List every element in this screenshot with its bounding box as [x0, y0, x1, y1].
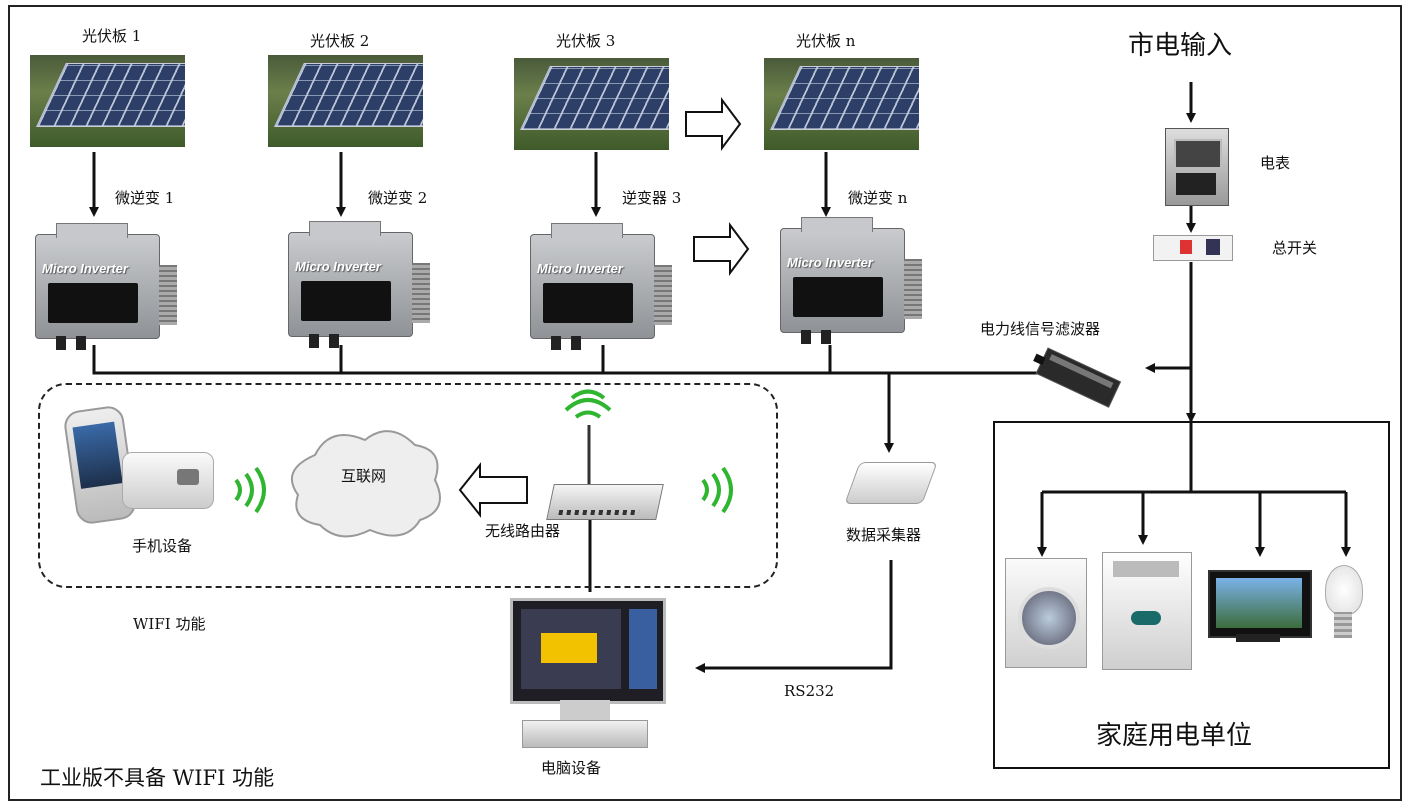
phone-label: 手机设备 [132, 537, 193, 555]
rs232-label: RS232 [784, 682, 835, 700]
solar-panel-2-image [268, 55, 423, 147]
wifi-waves-phone [234, 466, 266, 514]
router-to-internet-arrow [458, 462, 528, 518]
wifi-waves-right [701, 466, 733, 514]
panel-1-label: 光伏板 1 [82, 27, 142, 45]
inverter-1-label: 微逆变 1 [115, 189, 175, 207]
mobile-router-icon [122, 452, 214, 509]
television-icon [1208, 570, 1312, 638]
inverter-brand: Micro Inverter [42, 261, 128, 276]
micro-inverter-n: Micro Inverter [780, 217, 922, 344]
inverter-brand: Micro Inverter [537, 261, 623, 276]
collector-label: 数据采集器 [846, 526, 922, 544]
inverter-brand: Micro Inverter [787, 255, 873, 270]
internet-cloud [290, 430, 441, 538]
more-inverters-arrow [693, 222, 750, 276]
tv-stand [1236, 634, 1280, 642]
filter-label: 电力线信号滤波器 [980, 320, 1101, 338]
home-title: 家庭用电单位 [1096, 721, 1253, 751]
signal-filter-icon [1033, 347, 1122, 408]
micro-inverter-1: Micro Inverter [35, 223, 177, 350]
light-bulb-base [1334, 612, 1352, 638]
panel-n-label: 光伏板 n [796, 32, 856, 50]
more-panels-arrow [685, 97, 742, 151]
ac-bus-line [92, 345, 1045, 375]
router-label: 无线路由器 [485, 522, 561, 540]
footnote: 工业版不具备 WIFI 功能 [40, 766, 275, 790]
micro-inverter-3: Micro Inverter [530, 223, 672, 350]
rs232-line [695, 560, 893, 673]
main-switch-icon [1153, 235, 1233, 261]
solar-panel-3-image [514, 58, 669, 150]
inverter-n-label: 微逆变 n [848, 189, 908, 207]
micro-inverter-2: Micro Inverter [288, 221, 430, 348]
computer-monitor-icon [510, 598, 666, 704]
meter-label: 电表 [1260, 154, 1291, 172]
solar-panel-1-image [30, 55, 185, 147]
washing-machine-top-icon [1102, 552, 1192, 670]
diagram-border [8, 5, 1402, 801]
wifi-function-label: WIFI 功能 [133, 615, 206, 633]
electric-meter-icon [1165, 128, 1229, 206]
home-units-box [993, 421, 1390, 769]
internet-label: 互联网 [341, 467, 387, 485]
keyboard-icon [522, 720, 648, 748]
monitor-stand [560, 700, 610, 720]
pc-label: 电脑设备 [541, 759, 602, 777]
washing-machine-front-icon [1005, 558, 1087, 668]
light-bulb-icon [1325, 565, 1363, 615]
panel-2-label: 光伏板 2 [310, 32, 370, 50]
wifi-zone-boundary [38, 383, 778, 588]
inverter-brand: Micro Inverter [295, 259, 381, 274]
data-collector-icon [844, 462, 938, 504]
solar-panel-n-image [764, 58, 919, 150]
panel-3-label: 光伏板 3 [556, 32, 616, 50]
wifi-waves-router [564, 389, 612, 419]
inverter-3-label: 逆变器 3 [622, 189, 682, 207]
main-switch-label: 总开关 [1272, 239, 1318, 257]
inverter-2-label: 微逆变 2 [368, 189, 428, 207]
wireless-router-icon [546, 484, 664, 520]
grid-input-label: 市电输入 [1128, 31, 1233, 61]
